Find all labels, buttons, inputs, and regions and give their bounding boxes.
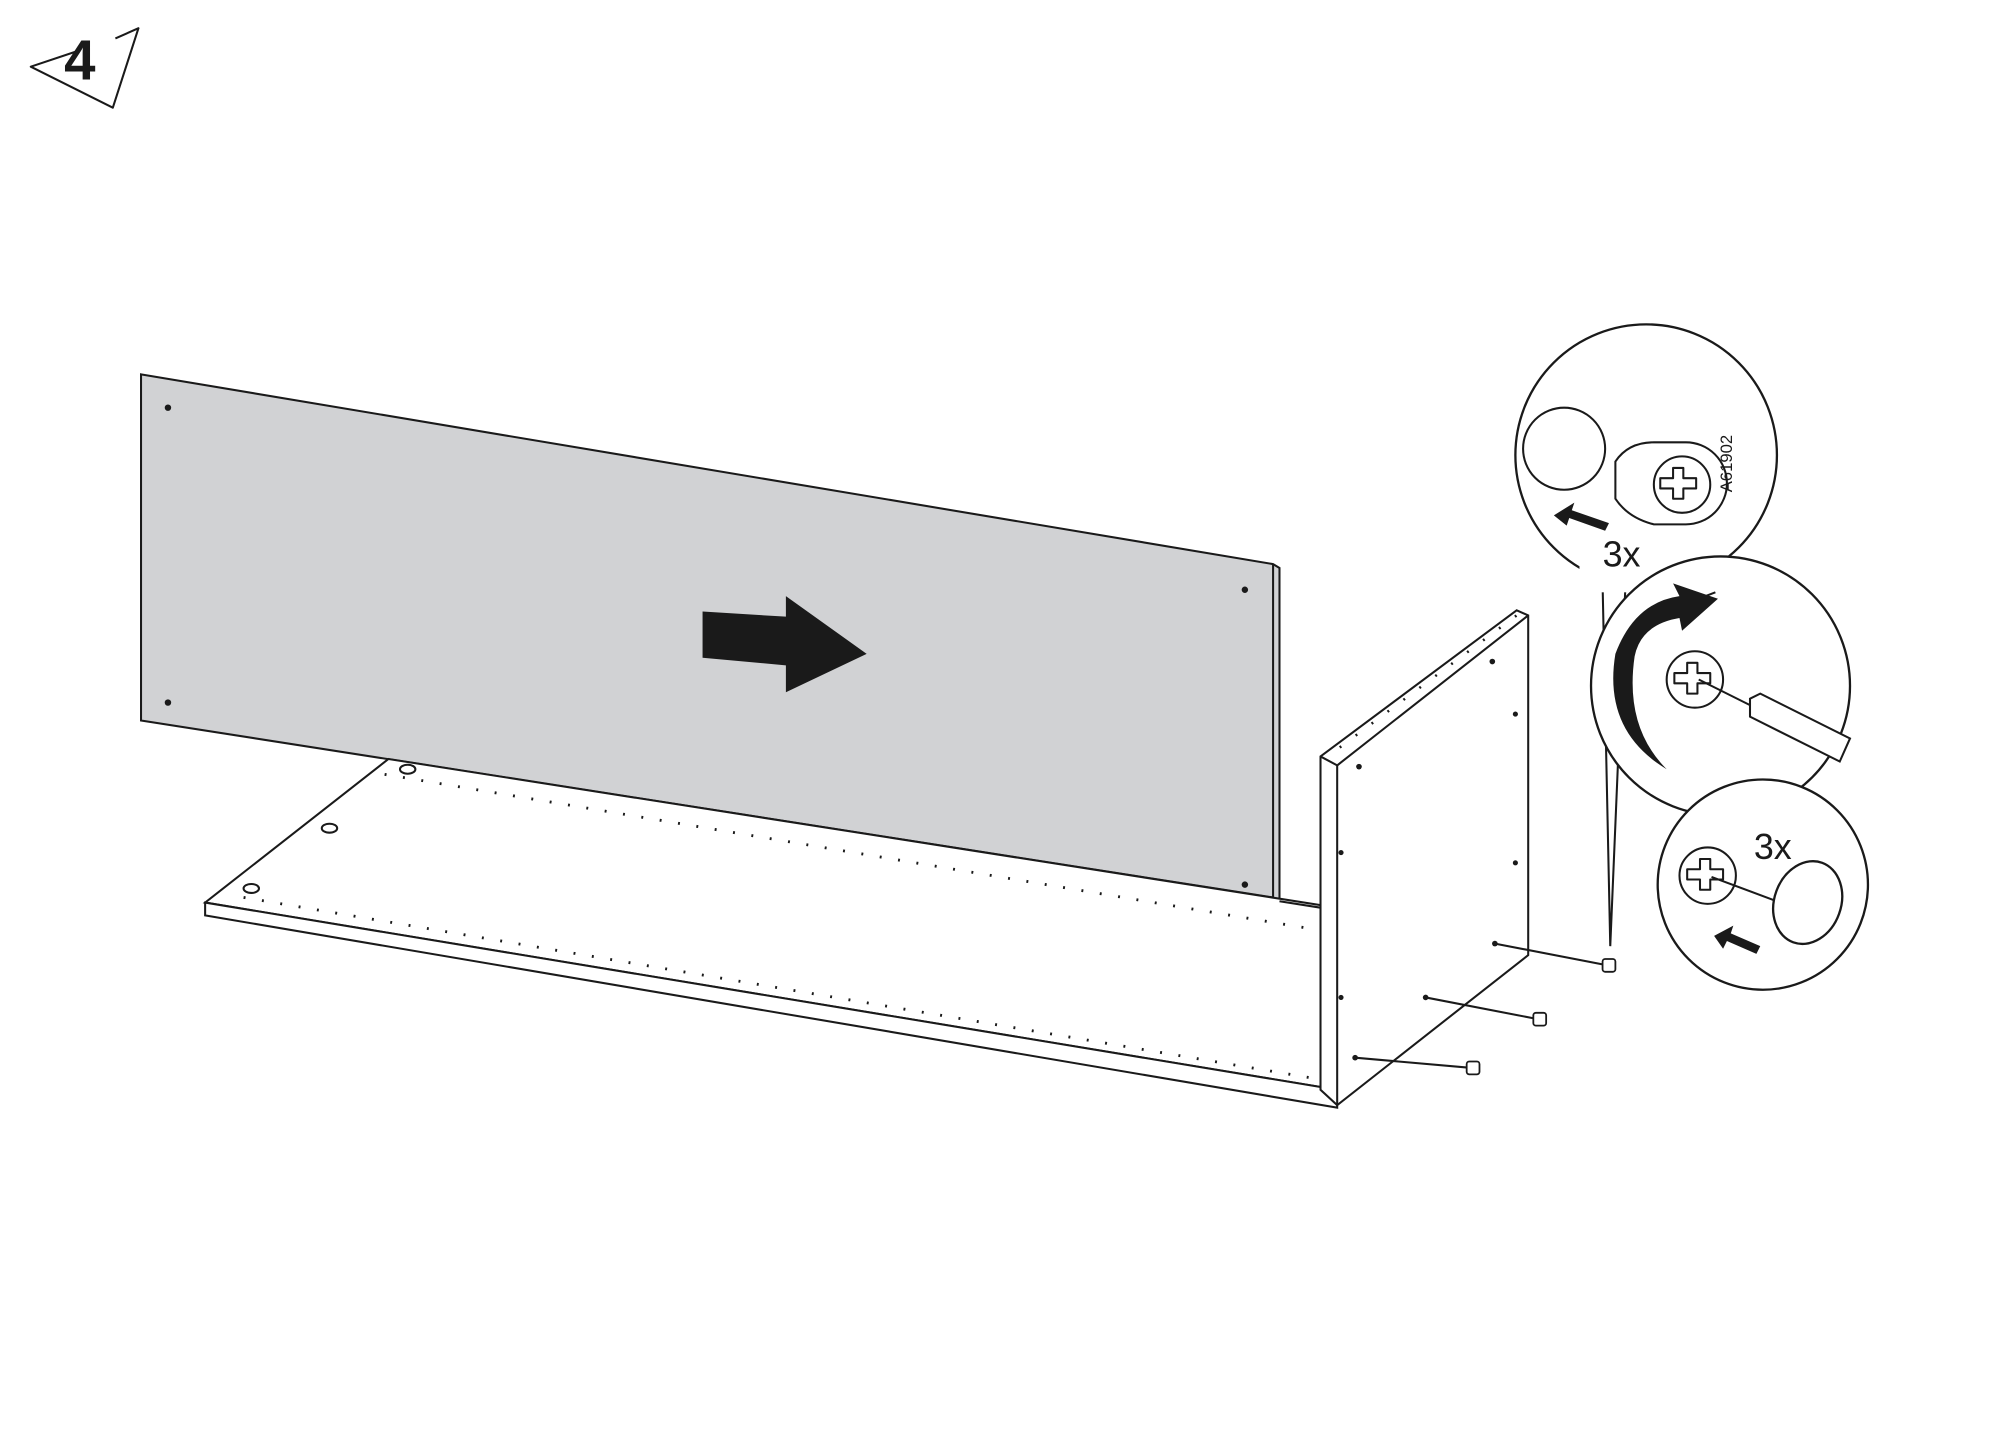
insert-arrow-icon [1553,502,1609,531]
detail-callouts: 3x A61902 3x [1514,323,1870,991]
cam-locks [1355,942,1617,1076]
rotate-arrow-icon [1613,583,1718,770]
step-number: 4 [64,28,96,91]
step-marker: 4 [29,27,140,109]
part-code: A61902 [1717,435,1736,492]
side-panel [1319,609,1530,1107]
cam-lock-icon [1465,958,1617,1076]
top-quantity: 3x [1603,535,1641,575]
push-arrow-icon [702,596,867,693]
step-triangle-icon [29,27,140,109]
screwdriver-icon [1748,692,1852,763]
detail-circle-insert [1514,323,1779,588]
bottom-quantity: 3x [1754,827,1792,867]
